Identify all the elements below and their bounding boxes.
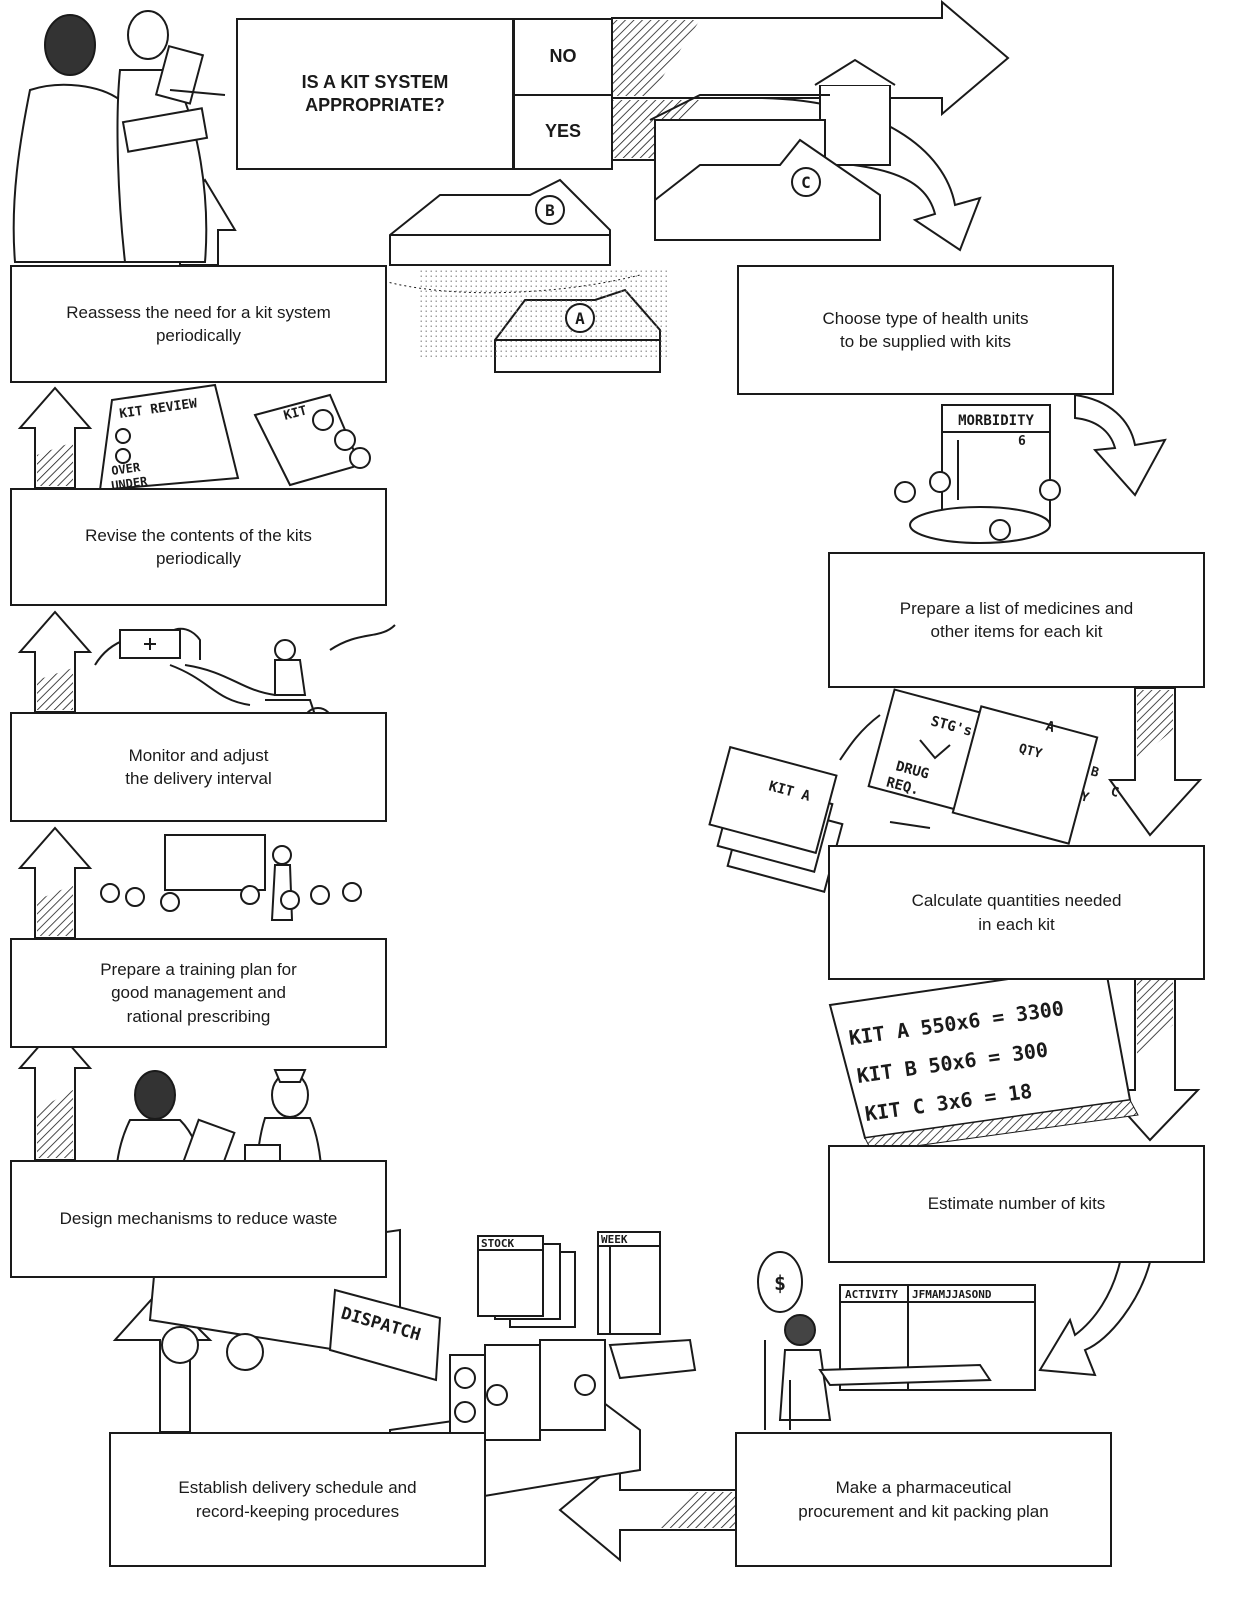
no-arrow [611,0,1010,117]
health-unit-b [379,178,641,294]
arrow-waste-to-training [17,1026,93,1161]
step-prepare-list-text: Prepare a list of medicines and other it… [899,598,1134,641]
arrow-training-to-monitor [17,826,93,939]
health-workers-sketch [12,10,226,263]
step-reduce-waste: Design mechanisms to reduce waste [10,1160,387,1278]
activity-label: ACTIVITY [845,1288,898,1301]
health-unit-c [649,58,896,241]
step-delivery-schedule: Establish delivery schedule and record-k… [109,1432,486,1567]
morbidity-meeting-sketch [894,404,1061,544]
arrow-procure-to-delivery [558,1457,739,1563]
unit-a-letter: A [575,309,585,328]
over-label: OVER [110,460,141,478]
step-monitor-delivery: Monitor and adjust the delivery interval [10,712,387,822]
training-session-sketch [100,834,362,921]
step-estimate-kits: Estimate number of kits [828,1145,1205,1263]
step-training-text: Prepare a training plan for good managem… [100,959,297,1026]
stock-week-cards-sketch [477,1231,661,1335]
step-calculate-text: Calculate quantities needed in each kit [911,891,1122,934]
step-choose-text: Choose type of health units to be suppli… [822,308,1029,351]
arrow-revise-to-reassess [17,386,93,489]
unit-b-letter: B [545,201,555,220]
morbidity-count: 6 [1018,434,1026,449]
dollar-sign: $ [774,1271,786,1295]
morbidity-label: MORBIDITY [958,413,1034,429]
arrow-choose-to-list [1074,393,1167,497]
qty-label: QTY [1017,741,1044,762]
calculation-sheet-sketch [828,963,1139,1153]
unit-c-letter: C [801,173,811,192]
planner-desk-sketch [757,1251,1036,1430]
step-reassess-text: Reassess the need for a kit system perio… [66,302,331,345]
arrow-list-to-calc [1108,687,1203,837]
decision-yes-box: YES [513,94,613,170]
stock-label: STOCK [481,1237,514,1250]
step-revise-text: Revise the contents of the kits periodic… [85,525,312,568]
arrow-monitor-to-revise [17,610,93,713]
decision-question-box: IS A KIT SYSTEM APPROPRIATE? [236,18,514,170]
step-procurement-plan: Make a pharmaceutical procurement and ki… [735,1432,1112,1567]
step-calculate-quantities: Calculate quantities needed in each kit [828,845,1205,980]
stg-forms-sketch [708,688,1099,893]
step-waste-text: Design mechanisms to reduce waste [59,1209,338,1229]
step-delivery-text: Establish delivery schedule and record-k… [178,1478,417,1521]
step-monitor-text: Monitor and adjust the delivery interval [125,745,272,788]
kit-review-docs-sketch [98,383,371,492]
step-training-plan: Prepare a training plan for good managem… [10,938,387,1048]
step-revise-contents: Revise the contents of the kits periodic… [10,488,387,606]
step-reassess-need: Reassess the need for a kit system perio… [10,265,387,383]
step-choose-health-units: Choose type of health units to be suppli… [737,265,1114,395]
step-prepare-list: Prepare a list of medicines and other it… [828,552,1205,688]
sheet-b-label: B [1089,764,1101,781]
y-label: Y [1079,789,1091,806]
arrow-estimate-to-procure [1038,1261,1152,1377]
week-label: WEEK [601,1233,628,1246]
months-label: JFMAMJJASOND [912,1288,992,1301]
sheet-c-label: C [1109,784,1120,801]
decision-no-box: NO [513,18,613,96]
step-procurement-text: Make a pharmaceutical procurement and ki… [798,1478,1049,1521]
health-unit-a [420,270,670,373]
kit-form-label: KIT [282,403,309,424]
step-estimate-text: Estimate number of kits [927,1194,1106,1214]
